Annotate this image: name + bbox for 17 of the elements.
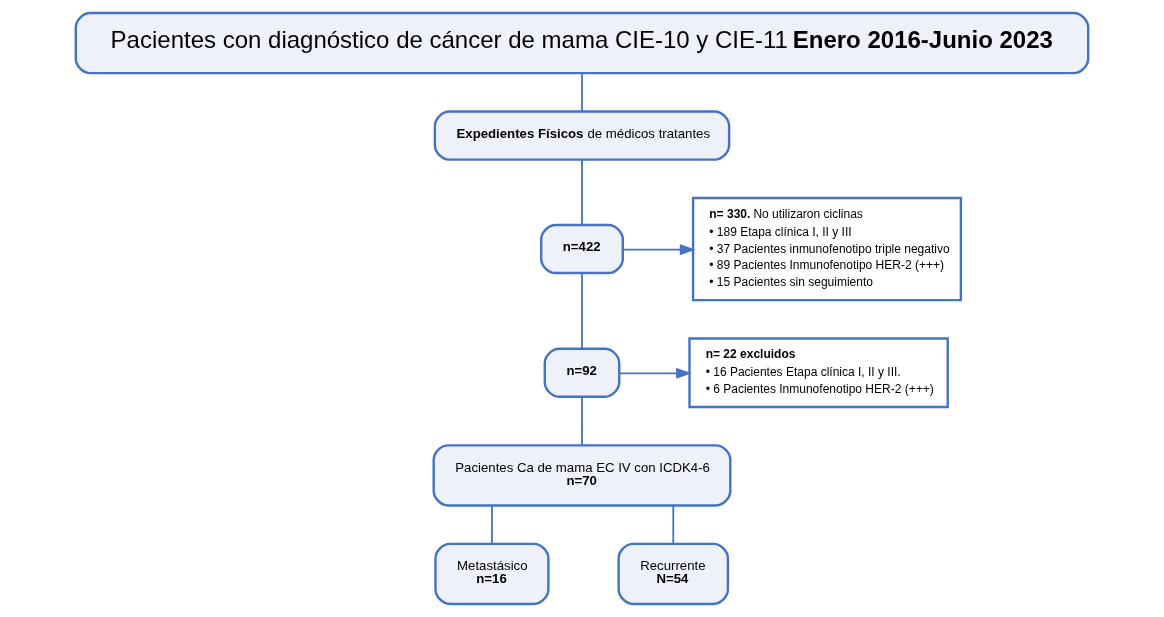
node-box: Pacientes con diagnóstico de cáncer de mama CIE-10 y CIE-11 Enero 2016-Junio 2023 bbox=[74, 11, 1090, 75]
node-box: n= 22 excluidos • 16 Pacientes Etapa clínica I, II y III. • 6 Pacientes Inmunofenotipo HER-2 (+++) bbox=[688, 337, 949, 409]
arrow bbox=[618, 367, 692, 379]
node-box: n= 330. No utilizaron ciclinas • 189 Etapa clínica I, II y III • 37 Pacientes inmunofenotipo triple negativo • 89 Pacientes Inmunofenotipo HER-2 (+++) • 15 Pacientes sin seguimiento bbox=[691, 196, 963, 302]
arrow bbox=[622, 244, 696, 256]
connector bbox=[672, 504, 675, 545]
node-box: n=422 bbox=[539, 223, 625, 275]
connector bbox=[581, 396, 583, 447]
node-box: Recurrente N=54 bbox=[617, 542, 730, 606]
connector bbox=[491, 504, 493, 545]
node-box: n=92 bbox=[543, 347, 621, 398]
node-box: Expedientes Físicos de médicos tratantes bbox=[433, 110, 731, 161]
connector bbox=[581, 158, 583, 226]
connector bbox=[581, 272, 583, 350]
node-box: Pacientes Ca de mama EC IV con ICDK4-6 n=70 bbox=[432, 444, 732, 507]
connector bbox=[581, 72, 583, 112]
node-box: Metastásico n=16 bbox=[434, 542, 550, 606]
